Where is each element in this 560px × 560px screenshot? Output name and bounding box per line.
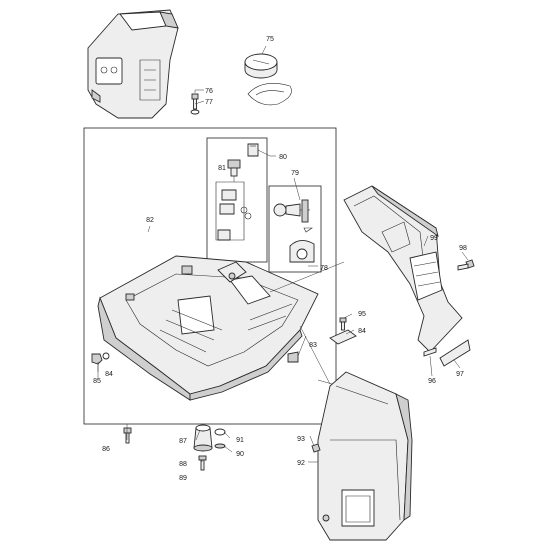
base-frame [97, 255, 319, 401]
cover-92 [317, 371, 413, 541]
label-81: 81 [218, 165, 226, 172]
label-77: 77 [205, 99, 213, 106]
label-85: 85 [93, 378, 101, 385]
label-93: 93 [297, 436, 305, 443]
washer-90-91 [214, 428, 226, 449]
leader-lines [97, 45, 469, 463]
pad-97 [439, 339, 471, 367]
bracket-94-95 [329, 317, 357, 345]
cock-subassembly-frame [268, 185, 322, 273]
label-87: 87 [179, 438, 187, 445]
label-95: 95 [358, 311, 366, 318]
part-labels: 75 76 77 78 79 80 81 82 83 84 84 85 86 8… [93, 36, 467, 482]
label-99: 99 [430, 235, 438, 242]
label-89: 89 [179, 475, 187, 482]
main-assembly-frame [83, 127, 337, 425]
label-96: 96 [428, 378, 436, 385]
label-98: 98 [459, 245, 467, 252]
label-79: 79 [291, 170, 299, 177]
label-75: 75 [266, 36, 274, 43]
grommet-83 [287, 351, 299, 363]
screw-93 [311, 443, 321, 453]
label-91: 91 [236, 437, 244, 444]
label-88: 88 [179, 461, 187, 468]
fuel-cap-assembly [244, 53, 292, 106]
bolt-98 [457, 259, 475, 271]
mount-87-89 [193, 424, 213, 471]
label-86: 86 [102, 446, 110, 453]
engine-unit [87, 9, 179, 119]
handle-99 [343, 185, 463, 353]
label-84-right: 84 [358, 328, 366, 335]
label-82: 82 [146, 217, 154, 224]
bolt-86 [123, 427, 132, 444]
label-84-left: 84 [105, 371, 113, 378]
label-76: 76 [205, 88, 213, 95]
label-90: 90 [236, 451, 244, 458]
label-97: 97 [456, 371, 464, 378]
valve-parts [215, 143, 259, 241]
nut-84-85 [91, 352, 110, 365]
label-83: 83 [309, 342, 317, 349]
label-92: 92 [297, 460, 305, 467]
label-78: 78 [320, 265, 328, 272]
screw-96 [423, 347, 437, 357]
fuel-cock [273, 199, 315, 263]
label-80: 80 [279, 154, 287, 161]
